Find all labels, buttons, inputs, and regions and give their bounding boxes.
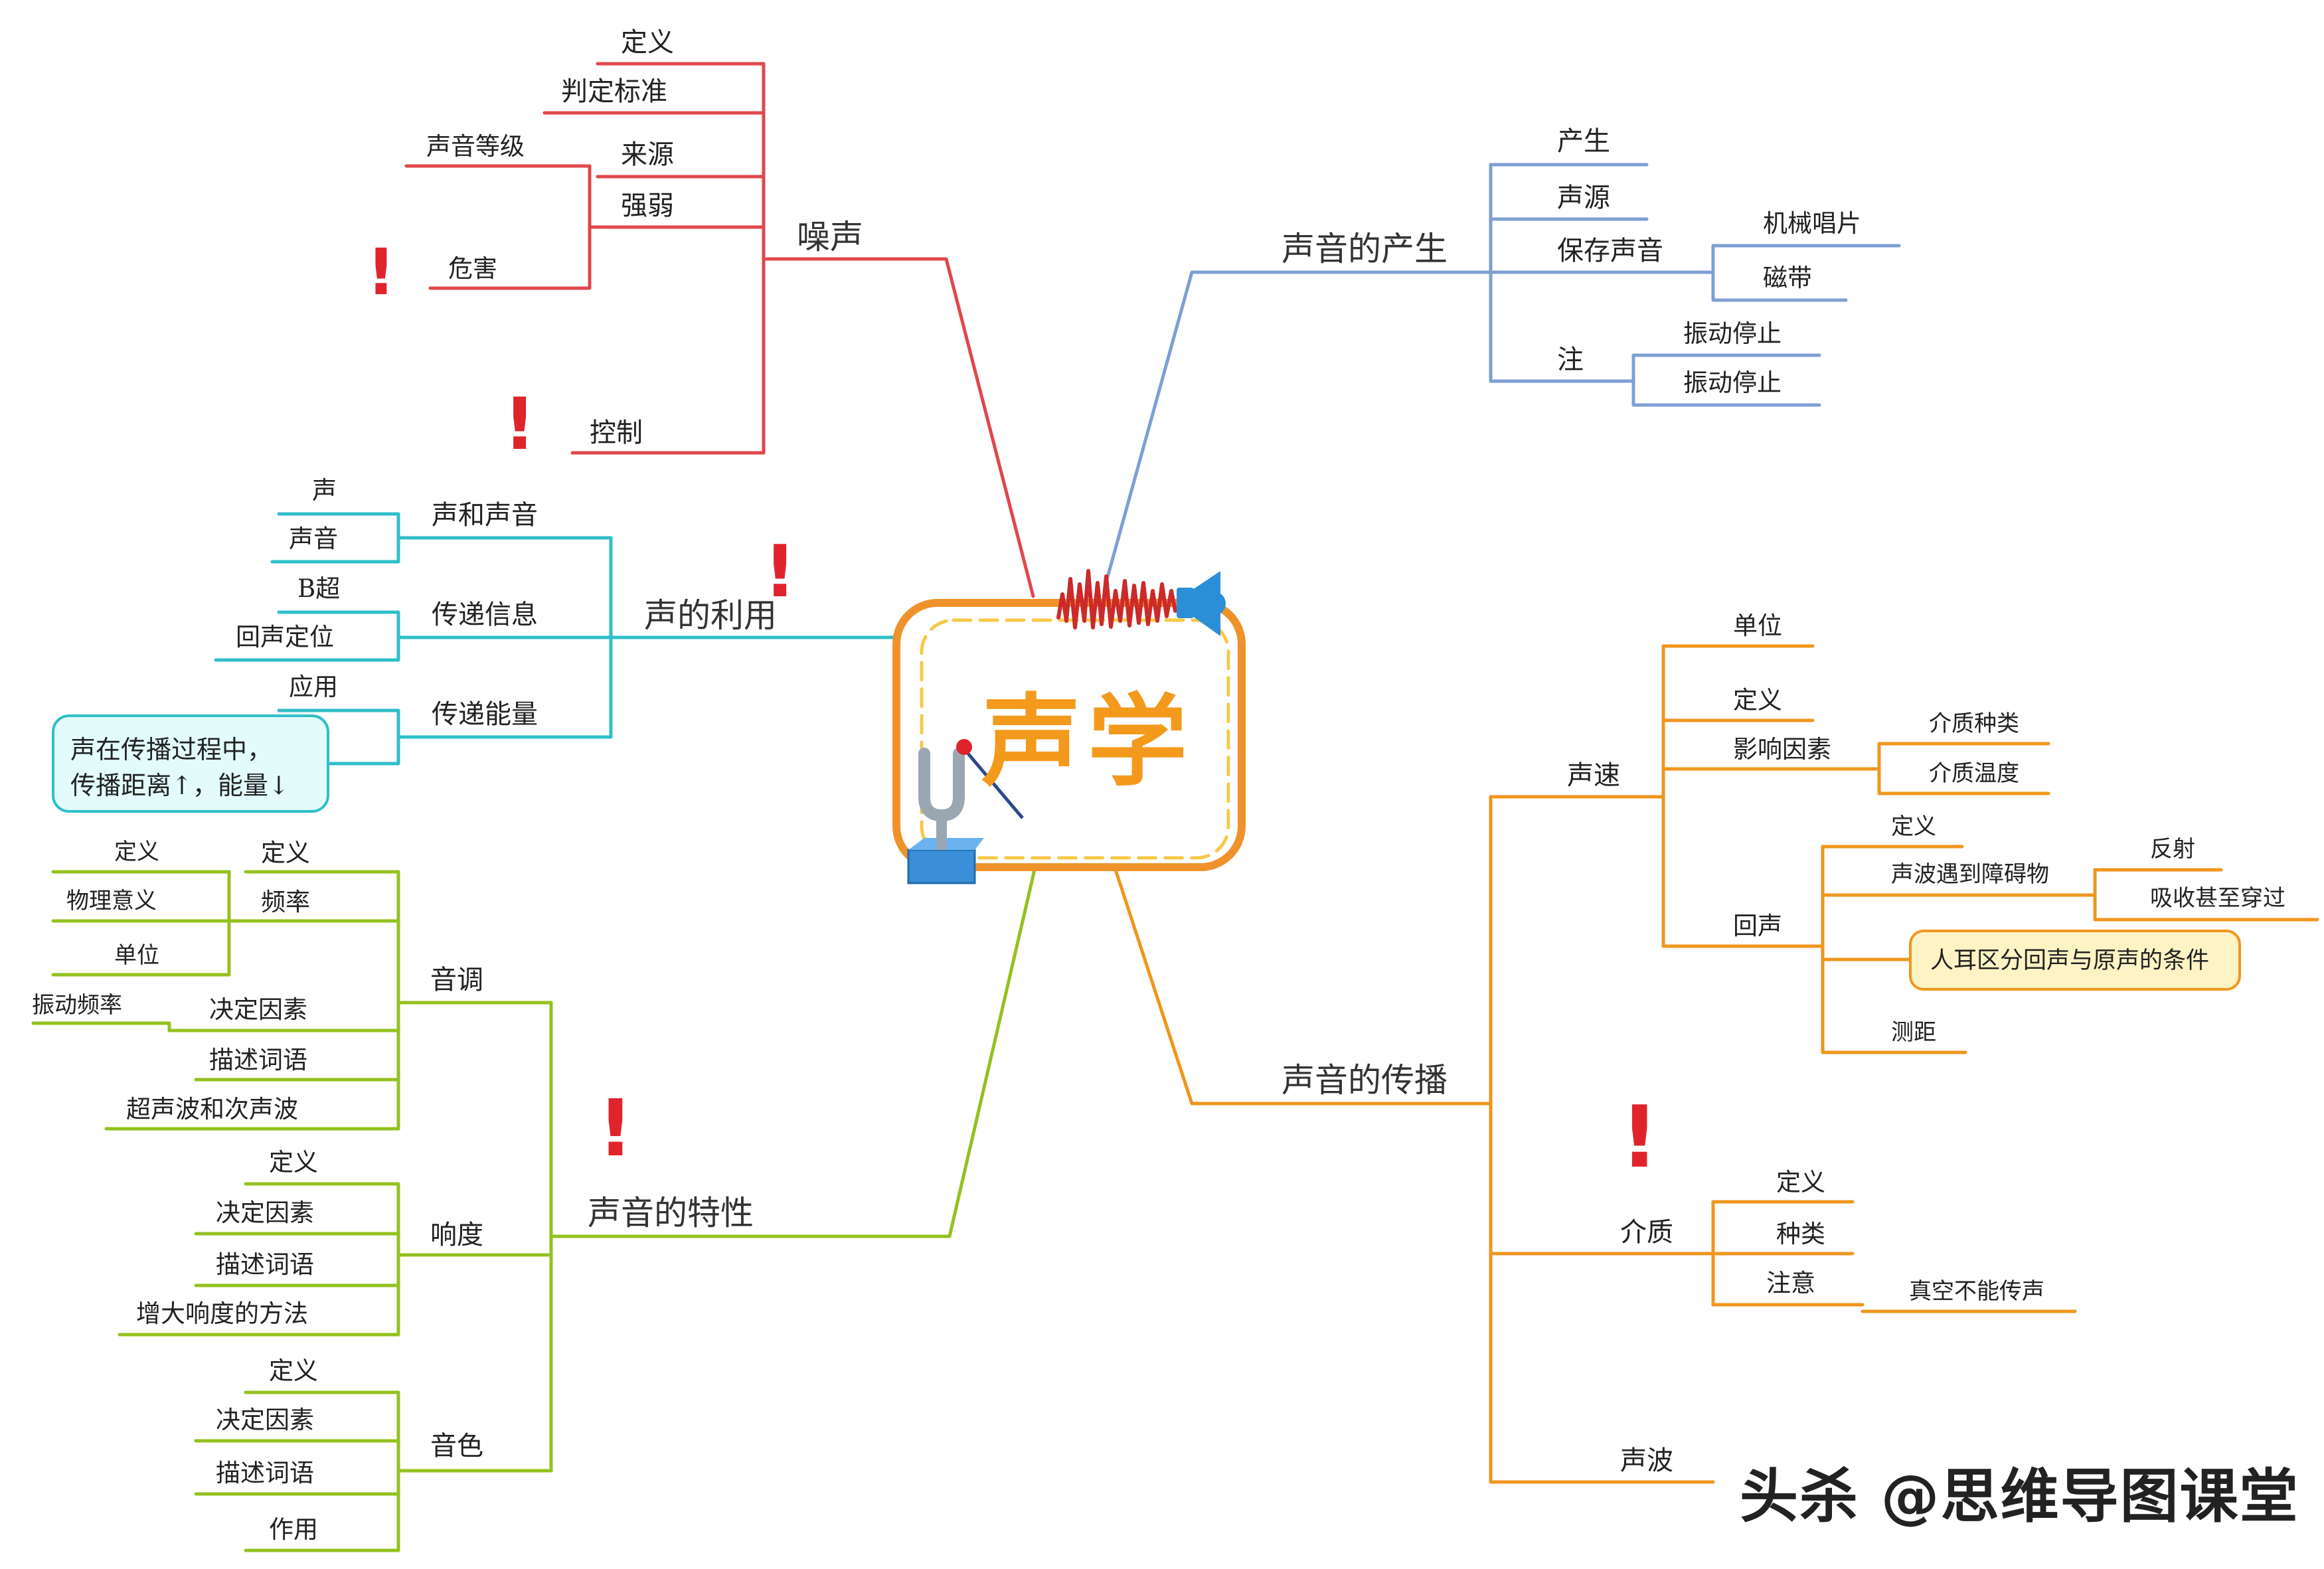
noise-connectors [404, 62, 1035, 598]
use-sound[interactable]: 声 [312, 476, 337, 505]
watermark: 头杀 @思维导图课堂 [1740, 1462, 2299, 1530]
produce-save-tape[interactable]: 磁带 [1763, 264, 1812, 292]
factor-medium-type[interactable]: 介质种类 [1929, 710, 2019, 737]
branch-spread[interactable]: 声音的传播 [1282, 1061, 1448, 1100]
speed-unit[interactable]: 单位 [1733, 612, 1782, 640]
medium-definition[interactable]: 定义 [1776, 1168, 1825, 1197]
frequency-physical-meaning[interactable]: 物理意义 [66, 888, 157, 914]
produce-item-source[interactable]: 声源 [1557, 183, 1610, 213]
center-title[interactable]: 声学 [981, 683, 1195, 800]
use-voice[interactable]: 声音 [289, 525, 338, 553]
medium-types[interactable]: 种类 [1776, 1220, 1825, 1248]
branch-traits[interactable]: 声音的特性 [588, 1194, 754, 1232]
pitch-descriptors[interactable]: 描述词语 [209, 1046, 307, 1074]
timbre-function[interactable]: 作用 [269, 1515, 318, 1544]
tuning-fork-icon [907, 739, 1024, 884]
exclamation-icon: ! [764, 531, 797, 614]
use-energy-note-line-1: 声在传播过程中， [70, 735, 273, 764]
spread-speed[interactable]: 声速 [1567, 760, 1620, 791]
loudness-factor[interactable]: 决定因素 [216, 1198, 314, 1227]
noise-item-definition[interactable]: 定义 [621, 27, 674, 58]
produce-connectors [1104, 163, 1901, 586]
exclamation-icon: ! [503, 383, 537, 466]
noise-sound-level[interactable]: 声音等级 [426, 132, 525, 161]
timbre-definition[interactable]: 定义 [269, 1357, 318, 1385]
noise-harm[interactable]: 危害 [448, 254, 497, 283]
timbre-descriptors[interactable]: 描述词语 [216, 1459, 314, 1487]
frequency-unit[interactable]: 单位 [114, 942, 159, 969]
noise-item-strength[interactable]: 强弱 [621, 191, 674, 221]
pitch-definition[interactable]: 定义 [261, 839, 310, 867]
loudness-increase-methods[interactable]: 增大响度的方法 [136, 1299, 308, 1328]
echo-ranging[interactable]: 测距 [1891, 1019, 1936, 1046]
pitch-factor[interactable]: 决定因素 [209, 995, 307, 1024]
use-b-ultrasound[interactable]: B超 [297, 574, 341, 603]
branch-use[interactable]: 声的利用 [644, 596, 777, 635]
use-energy-note[interactable]: 声在传播过程中， 传播距离↑，能量↓ [52, 714, 329, 813]
branch-noise[interactable]: 噪声 [797, 218, 863, 256]
noise-item-source[interactable]: 来源 [621, 139, 674, 170]
factor-medium-temperature[interactable]: 介质温度 [1929, 760, 2019, 787]
spread-connectors [1114, 644, 2319, 1484]
echo-definition[interactable]: 定义 [1891, 813, 1936, 840]
produce-save-record[interactable]: 机械唱片 [1763, 209, 1861, 238]
pitch-factor-vibration-frequency[interactable]: 振动频率 [32, 992, 122, 1019]
noise-item-control[interactable]: 控制 [590, 418, 643, 448]
echo-condition-text: 人耳区分回声与原声的条件 [1930, 948, 2210, 974]
obstacle-absorb[interactable]: 吸收甚至穿过 [2150, 885, 2285, 912]
produce-note-1[interactable]: 振动停止 [1683, 319, 1782, 348]
pitch-ultrasonic-infrasonic[interactable]: 超声波和次声波 [126, 1095, 298, 1123]
speed-echo[interactable]: 回声 [1733, 912, 1782, 940]
use-energy-note-line-2: 传播距离↑，能量↓ [70, 771, 290, 800]
produce-item-note[interactable]: 注 [1557, 345, 1584, 375]
branch-produce[interactable]: 声音的产生 [1282, 230, 1448, 268]
use-application[interactable]: 应用 [289, 673, 338, 701]
produce-item-save[interactable]: 保存声音 [1557, 236, 1663, 266]
frequency-definition[interactable]: 定义 [114, 839, 159, 865]
speaker-icon [1177, 571, 1226, 636]
speed-definition[interactable]: 定义 [1733, 686, 1782, 714]
traits-loudness[interactable]: 响度 [430, 1220, 483, 1250]
produce-item-produce[interactable]: 产生 [1557, 126, 1610, 157]
medium-vacuum[interactable]: 真空不能传声 [1909, 1278, 2044, 1305]
sound-wave-icon [1056, 569, 1177, 629]
medium-notice[interactable]: 注意 [1766, 1269, 1815, 1297]
produce-note-2[interactable]: 振动停止 [1683, 369, 1782, 397]
echo-obstacle[interactable]: 声波遇到障碍物 [1891, 861, 2049, 888]
loudness-descriptors[interactable]: 描述词语 [216, 1250, 314, 1279]
noise-item-criteria[interactable]: 判定标准 [561, 76, 667, 107]
obstacle-reflect[interactable]: 反射 [2150, 836, 2195, 863]
use-transfer-energy[interactable]: 传递能量 [432, 699, 538, 730]
exclamation-icon: ! [598, 1082, 633, 1174]
traits-connectors [31, 868, 1037, 1552]
speed-factors[interactable]: 影响因素 [1733, 735, 1831, 764]
timbre-factor[interactable]: 决定因素 [216, 1406, 314, 1434]
echo-condition-note[interactable]: 人耳区分回声与原声的条件 [1909, 930, 2241, 991]
spread-wave[interactable]: 声波 [1620, 1445, 1673, 1476]
spread-medium[interactable]: 介质 [1620, 1217, 1673, 1248]
use-connectors [214, 512, 895, 766]
pitch-frequency[interactable]: 频率 [261, 888, 310, 916]
exclamation-icon: ! [1620, 1088, 1659, 1187]
use-sound-and-voice[interactable]: 声和声音 [432, 500, 538, 531]
loudness-definition[interactable]: 定义 [269, 1148, 318, 1177]
traits-pitch[interactable]: 音调 [430, 965, 483, 995]
exclamation-icon: ! [367, 235, 396, 309]
traits-timbre[interactable]: 音色 [430, 1431, 483, 1461]
use-transfer-info[interactable]: 传递信息 [432, 600, 538, 630]
use-echolocation[interactable]: 回声定位 [236, 623, 334, 651]
